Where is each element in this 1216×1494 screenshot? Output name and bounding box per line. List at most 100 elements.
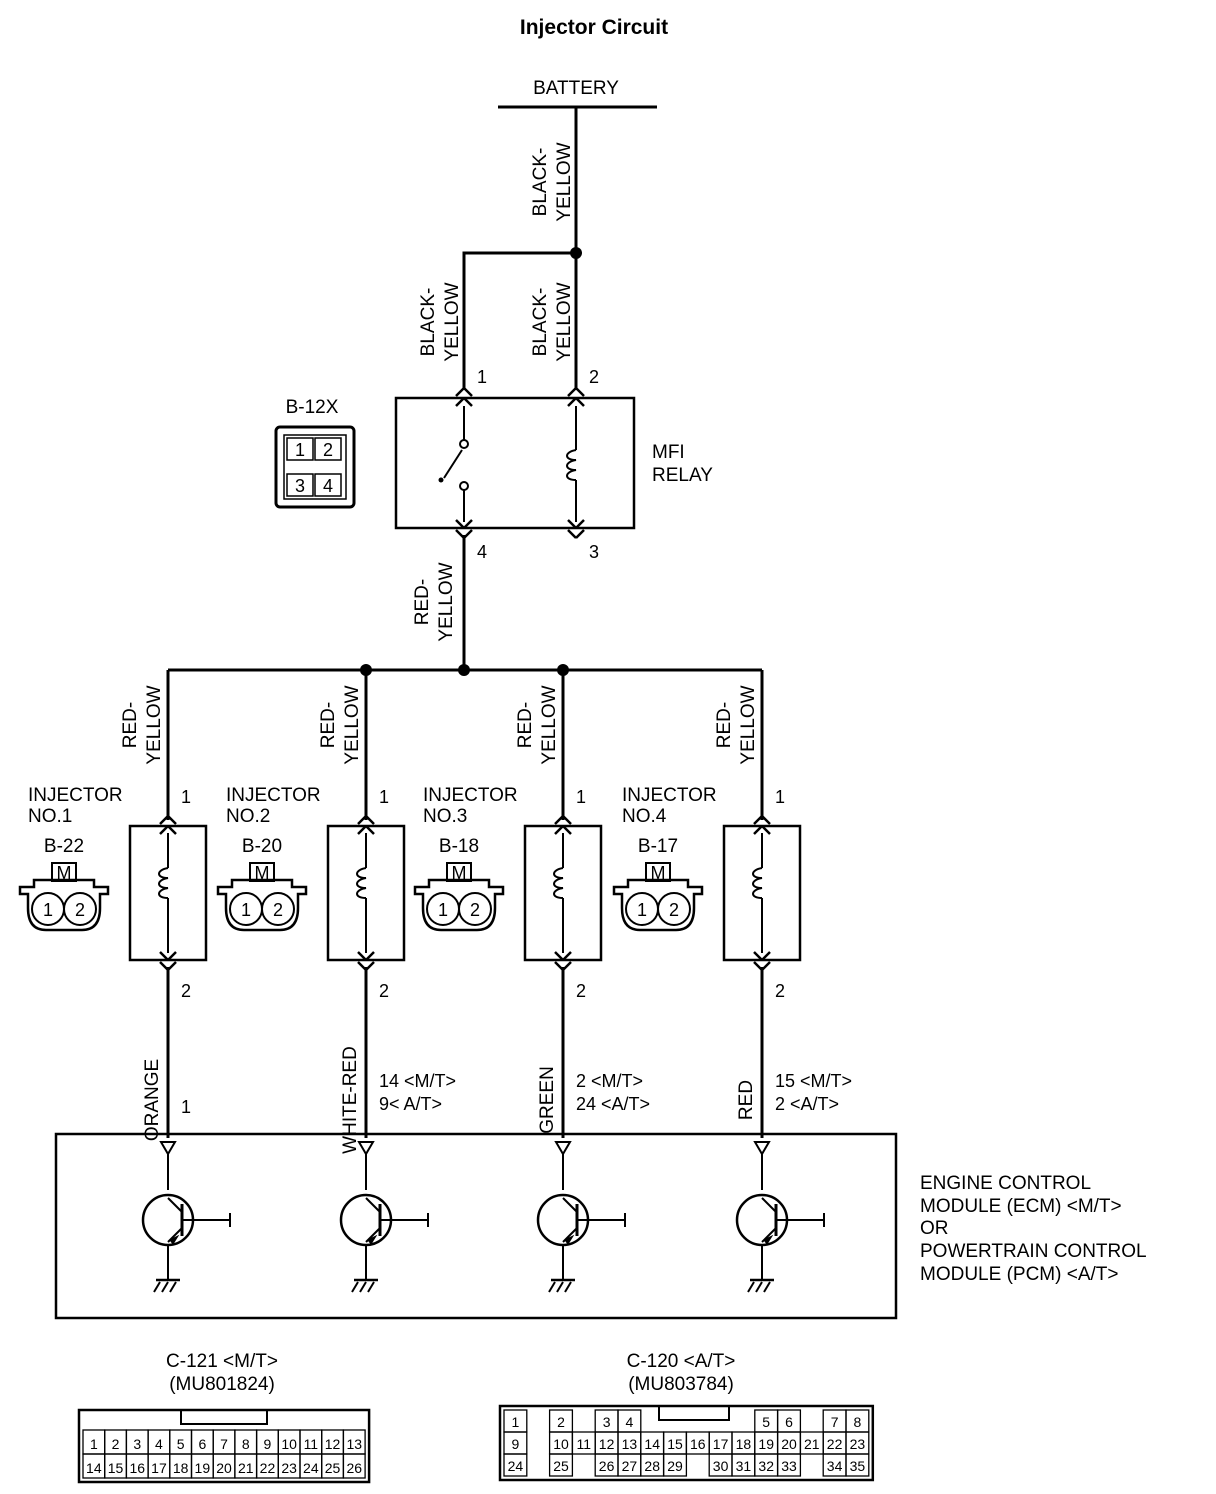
connector-pin-number: 30 <box>713 1458 729 1474</box>
connector-pin-number: 4 <box>626 1414 634 1430</box>
relay-pin1-feed <box>462 251 576 390</box>
connector-pin-number: 12 <box>325 1436 341 1452</box>
mfi-relay-box <box>394 396 636 530</box>
svg-text:1: 1 <box>637 900 647 920</box>
svg-text:2: 2 <box>323 440 333 460</box>
connector-pin-number: 10 <box>553 1436 569 1452</box>
connector-pin-number: 6 <box>198 1436 206 1452</box>
connector-pin-number: 22 <box>827 1436 843 1452</box>
connector-pin-number: 7 <box>831 1414 839 1430</box>
injector-pin-bottom: 2 <box>181 981 191 1001</box>
injector-name: INJECTOR <box>28 785 123 806</box>
svg-text:YELLOW: YELLOW <box>539 685 560 764</box>
ecm-label-line2: MODULE (ECM) <M/T> <box>920 1196 1122 1217</box>
injector-number: NO.3 <box>423 806 467 827</box>
connector-pin-number: 22 <box>260 1460 276 1476</box>
relay-output-wire-color: RED- YELLOW <box>412 562 457 641</box>
ecm-driver-transistor-icon <box>141 1141 231 1293</box>
connector-pin-number: 15 <box>667 1436 683 1452</box>
ecm-pin-label: 2 <M/T> <box>576 1071 643 1091</box>
svg-text:RED-: RED- <box>515 702 536 748</box>
ecm-box <box>54 1132 898 1320</box>
relay-pin-3: 3 <box>589 542 599 562</box>
svg-text:1: 1 <box>295 440 305 460</box>
svg-text:YELLOW: YELLOW <box>144 685 165 764</box>
connector-pin-number: 2 <box>112 1436 120 1452</box>
connector-pin-number: 3 <box>133 1436 141 1452</box>
connector-pin-number: 8 <box>242 1436 250 1452</box>
connector-pin-cell <box>342 1453 366 1479</box>
connector-pin-number: 3 <box>603 1414 611 1430</box>
connector-pin-number: 27 <box>622 1458 638 1474</box>
connector-pin-number: 1 <box>90 1436 98 1452</box>
svg-text:3: 3 <box>295 476 305 496</box>
injector-coil-icon <box>158 833 169 953</box>
svg-text:4: 4 <box>323 476 333 496</box>
injector-connector-icon: M1 2 <box>612 862 704 932</box>
connector-pin-number: 2 <box>557 1414 565 1430</box>
svg-text:RED-: RED- <box>120 702 141 748</box>
ecm-label-line4: POWERTRAIN CONTROL <box>920 1241 1147 1262</box>
svg-text:YELLOW: YELLOW <box>554 142 575 221</box>
connector-pin-number: 32 <box>758 1458 774 1474</box>
ecm-label-line1: ENGINE CONTROL <box>920 1173 1091 1194</box>
ecm-label-line5: MODULE (PCM) <A/T> <box>920 1264 1118 1285</box>
connector-pin-number: 10 <box>281 1436 297 1452</box>
connector-pin-number: 25 <box>553 1458 569 1474</box>
connector-pin-number: 31 <box>736 1458 752 1474</box>
connector-pin-number: 25 <box>325 1460 341 1476</box>
injector-connector-id: B-20 <box>242 836 282 857</box>
connector-pin-number: 16 <box>129 1460 145 1476</box>
svg-text:M: M <box>255 863 270 883</box>
connector-pin-number: 28 <box>644 1458 660 1474</box>
relay-pin1-wire-color: BLACK- YELLOW <box>418 282 463 361</box>
connector-pin-number: 26 <box>599 1458 615 1474</box>
injector-coil-icon <box>553 833 564 953</box>
connector-pin-number: 35 <box>850 1458 866 1474</box>
battery-wire-color: BLACK- YELLOW <box>530 142 575 221</box>
ecm-driver-transistor-icon <box>339 1141 429 1293</box>
svg-text:YELLOW: YELLOW <box>342 685 363 764</box>
injector-number: NO.2 <box>226 806 270 827</box>
svg-text:2: 2 <box>669 900 679 920</box>
connector-pin-number: 12 <box>599 1436 615 1452</box>
relay-name-line2: RELAY <box>652 465 713 486</box>
svg-text:RED-: RED- <box>714 702 735 748</box>
connector-pin-number: 23 <box>281 1460 297 1476</box>
injector-connector-id: B-18 <box>439 836 479 857</box>
injector-pin-top: 1 <box>181 787 191 807</box>
c120-title: C-120 <A/T> <box>627 1351 736 1372</box>
connector-pin-number: 9 <box>512 1436 520 1452</box>
injector-name: INJECTOR <box>226 785 321 806</box>
connector-pin-cell <box>776 1453 802 1477</box>
connector-pin-number: 7 <box>220 1436 228 1452</box>
connector-pin-number: 13 <box>346 1436 362 1452</box>
svg-text:M: M <box>651 863 666 883</box>
connector-pin-number: 11 <box>577 1436 592 1452</box>
connector-pin-number: 24 <box>508 1458 524 1474</box>
ecm-pin-label: 15 <M/T> <box>775 1071 852 1091</box>
connector-pin-cell <box>548 1453 574 1477</box>
injector-signal-wire-color: GREEN <box>537 1066 558 1134</box>
relay-coil-icon <box>566 406 577 522</box>
injector-number: NO.1 <box>28 806 72 827</box>
connector-pin-number: 17 <box>151 1460 167 1476</box>
connector-pin-number: 5 <box>762 1414 770 1430</box>
connector-pin-number: 13 <box>622 1436 638 1452</box>
injector-supply-wire-color: RED-YELLOW <box>515 685 560 764</box>
svg-text:M: M <box>452 863 467 883</box>
relay-name-line1: MFI <box>652 442 685 463</box>
battery-label: BATTERY <box>533 78 619 99</box>
relay-pin-2: 2 <box>589 367 599 387</box>
svg-text:BLACK-: BLACK- <box>418 288 439 357</box>
svg-text:2: 2 <box>75 900 85 920</box>
svg-text:1: 1 <box>43 900 53 920</box>
